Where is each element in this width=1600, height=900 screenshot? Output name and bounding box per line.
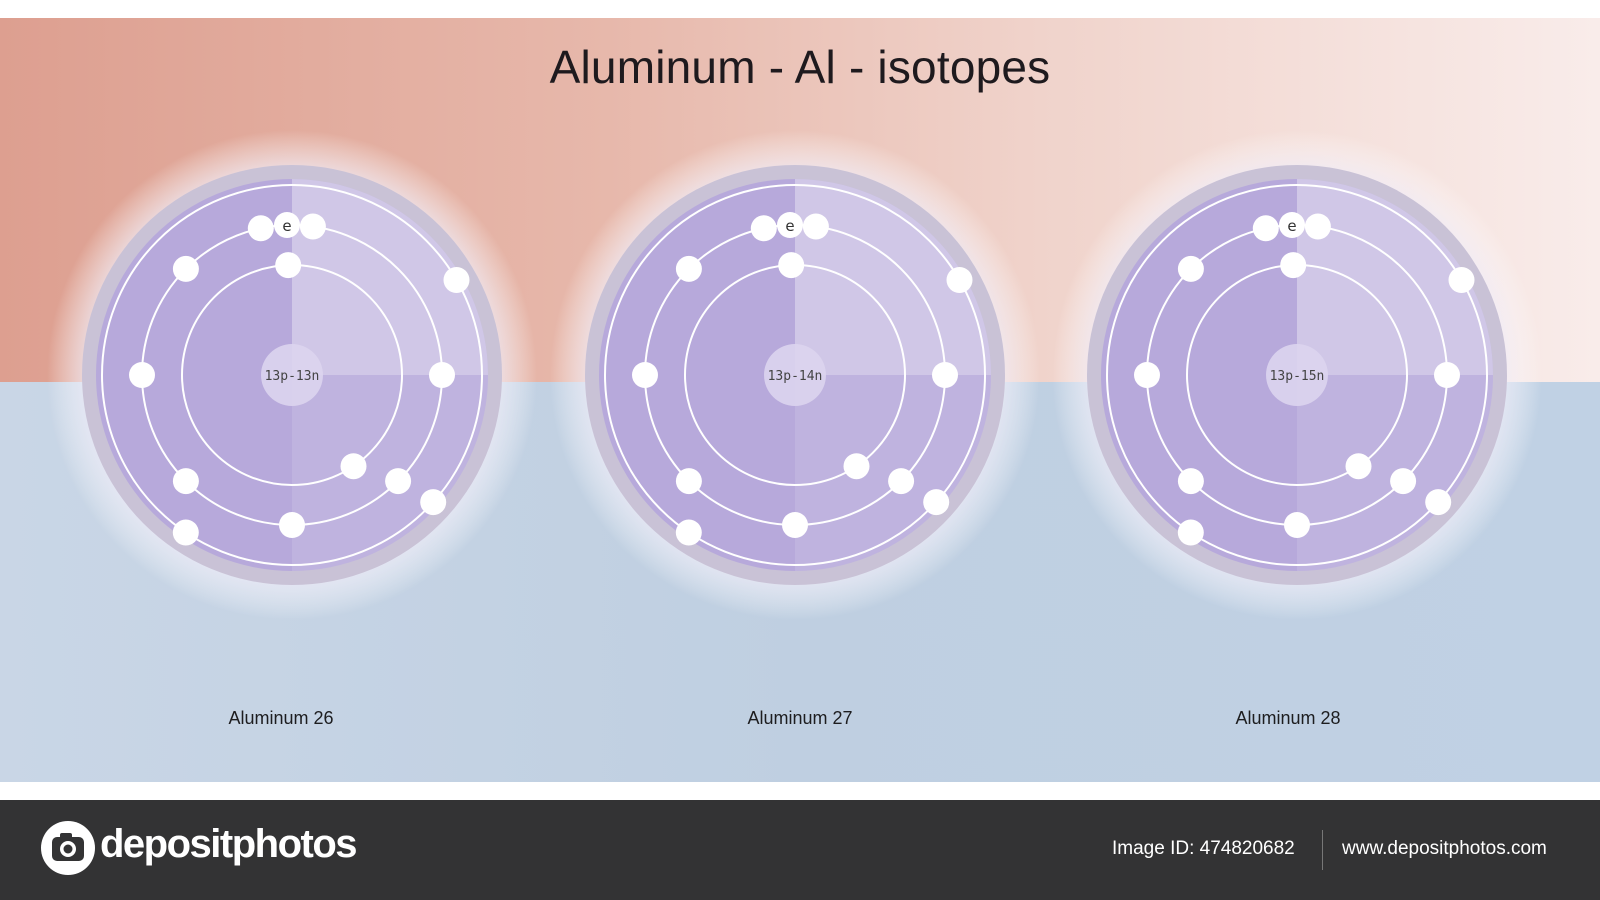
electron: [429, 362, 455, 388]
electron-labeled: [777, 212, 803, 238]
isotope-label-2: Aluminum 27: [747, 708, 853, 728]
electron: [247, 215, 274, 242]
electron: [1390, 468, 1417, 495]
footer-bar: depositphotos Image ID: 474820682 www.de…: [0, 800, 1600, 900]
diagram-area: Aluminum - Al - isotopes e 13p-13n e 13p-14…: [0, 18, 1600, 782]
electron: [1177, 468, 1204, 495]
electron: [675, 519, 702, 546]
footer-divider: [1322, 830, 1323, 870]
atom-1: e 13p-13n: [47, 130, 537, 620]
electron: [782, 512, 808, 538]
atom-highlight: [292, 179, 488, 375]
nucleus: [1266, 344, 1328, 406]
electron-symbol: e: [282, 217, 291, 235]
atoms-svg: e 13p-13n e 13p-14n e 13p-15n: [47, 130, 1542, 620]
electron: [1345, 453, 1372, 480]
electron: [1134, 362, 1160, 388]
atom-highlight: [1297, 179, 1493, 375]
electron: [172, 519, 199, 546]
electron: [778, 252, 805, 279]
electron: [420, 489, 447, 516]
electron: [675, 255, 702, 282]
electron: [385, 468, 412, 495]
electron: [172, 468, 199, 495]
atom-3: e 13p-15n: [1052, 130, 1542, 620]
electron: [1434, 362, 1460, 388]
electron: [129, 362, 155, 388]
brand-name: depositphotos: [100, 822, 358, 866]
site-url-link[interactable]: www.depositphotos.com: [1342, 838, 1547, 859]
electron: [443, 267, 470, 293]
electron: [675, 468, 702, 495]
electron: [843, 453, 870, 480]
electron: [1252, 215, 1279, 242]
electron: [888, 468, 915, 495]
electron: [299, 213, 326, 240]
atom-highlight: [795, 179, 991, 375]
diagram-title: Aluminum - Al - isotopes: [549, 41, 1051, 93]
electron-symbol: e: [785, 217, 794, 235]
electron-labeled: [274, 212, 300, 238]
electron: [1284, 512, 1310, 538]
electron: [1280, 252, 1307, 279]
nucleus-label: 13p-13n: [265, 369, 320, 384]
image-id-text: Image ID: 474820682: [1112, 838, 1295, 859]
shell-3: [1106, 184, 1488, 566]
electron-symbol: e: [1287, 217, 1296, 235]
electron: [632, 362, 658, 388]
electron: [279, 512, 305, 538]
electron: [172, 255, 199, 282]
atom-2: e 13p-14n: [550, 130, 1040, 620]
electron: [1425, 489, 1452, 516]
electron: [275, 252, 302, 279]
camera-logo-icon: [41, 821, 95, 875]
electron-labeled: [1279, 212, 1305, 238]
electron: [1448, 267, 1475, 293]
nucleus: [261, 344, 323, 406]
electron: [1177, 255, 1204, 282]
electron: [946, 267, 973, 293]
shell-3: [101, 184, 483, 566]
electron: [1177, 519, 1204, 546]
electron: [802, 213, 829, 240]
electron: [750, 215, 777, 242]
electron: [932, 362, 958, 388]
nucleus: [764, 344, 826, 406]
nucleus-label: 13p-14n: [768, 369, 823, 384]
isotope-label-3: Aluminum 28: [1235, 708, 1341, 728]
isotope-label-1: Aluminum 26: [228, 708, 334, 728]
electron: [1304, 213, 1331, 240]
shell-3: [604, 184, 986, 566]
electron: [923, 489, 950, 516]
nucleus-label: 13p-15n: [1270, 369, 1325, 384]
electron: [340, 453, 367, 480]
